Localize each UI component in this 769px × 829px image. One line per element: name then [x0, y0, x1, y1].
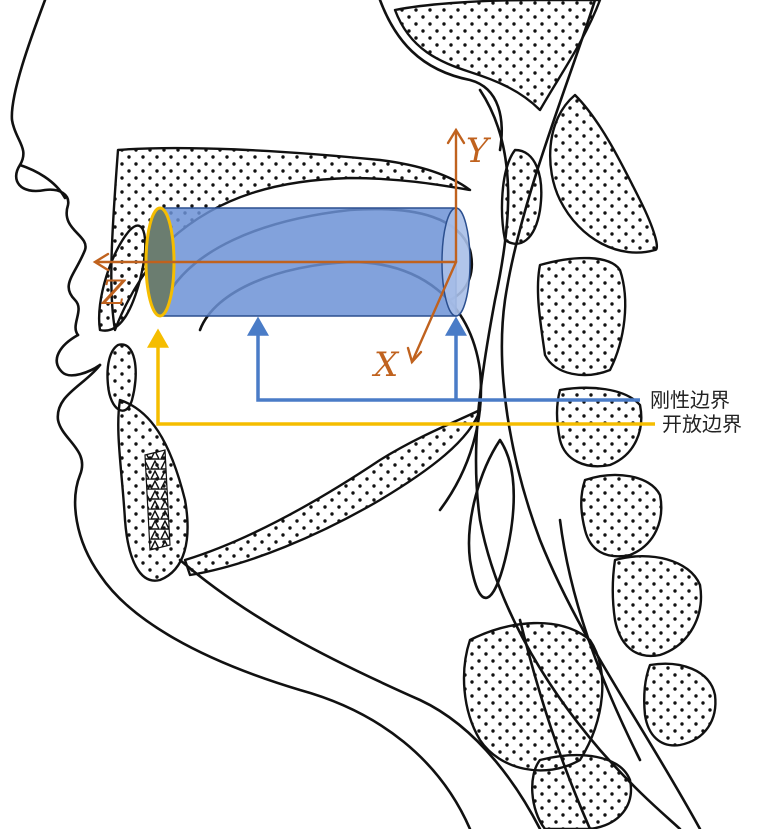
- x-axis-line: [410, 260, 458, 364]
- bone-structures: [97, 0, 717, 829]
- open-boundary-label: 开放边界: [662, 412, 742, 436]
- throat-line: [178, 558, 542, 829]
- maxilla: [110, 146, 472, 332]
- upper-lip: [55, 333, 102, 377]
- rigid-boundary-label: 刚性边界: [650, 388, 730, 412]
- rigid-arrowhead-1: [246, 316, 270, 336]
- vertebra-c1: [500, 148, 543, 245]
- skull-base: [393, 0, 602, 112]
- open-boundary-line: [156, 334, 655, 426]
- rigid-arrowhead-2: [444, 316, 468, 336]
- epiglottis: [467, 438, 516, 599]
- x-axis-arrowhead: [406, 346, 423, 365]
- y-axis-label: Y: [466, 131, 492, 171]
- open-arrowhead: [146, 328, 170, 348]
- cricoid-cartilage: [531, 754, 633, 829]
- vertebra-c2: [536, 256, 627, 377]
- y-axis-arrowhead: [446, 127, 466, 145]
- axes: [92, 127, 466, 365]
- nostril: [18, 163, 67, 200]
- open-boundary-pointer: [146, 328, 655, 426]
- face-profile: [10, 0, 87, 337]
- vertebra-c5: [611, 554, 703, 658]
- z-axis-label: Z: [101, 273, 127, 313]
- lower-lip-chin: [56, 363, 472, 829]
- x-axis-label: X: [371, 345, 400, 385]
- rigid-boundary-line: [256, 322, 640, 402]
- z-axis-arrowhead: [92, 252, 110, 272]
- rigid-boundary-pointer: [246, 316, 640, 402]
- skull-back: [378, 0, 503, 152]
- vertebra-c6: [643, 662, 717, 747]
- occipital: [548, 93, 659, 254]
- mandible-band: [183, 408, 482, 577]
- mandible-trabecular: [144, 449, 171, 551]
- vertebra-c3: [555, 386, 643, 468]
- vertebra-c4: [580, 473, 663, 558]
